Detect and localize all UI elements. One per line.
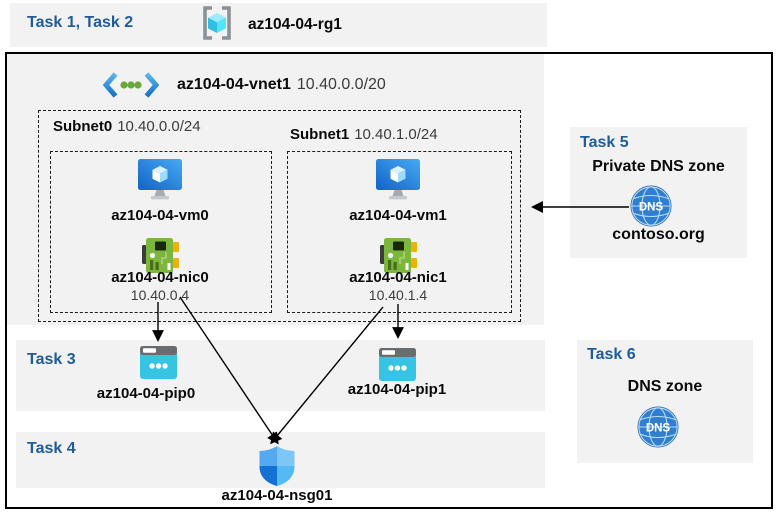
pip1-icon — [379, 348, 416, 381]
subnet1-name: Subnet1 — [290, 126, 350, 143]
private-dns-zone-title: Private DNS zone — [592, 158, 725, 175]
diagram-frame — [5, 52, 773, 509]
resource-group-icon — [203, 6, 231, 40]
task6-label: Task 6 — [587, 346, 636, 363]
dns-zone-icon-text: DNS — [646, 423, 671, 435]
vnet-cidr: 10.40.0.0/20 — [296, 76, 386, 93]
subnet0-cidr: 10.40.0.0/24 — [117, 118, 201, 135]
virtual-network-icon — [103, 72, 159, 98]
pip0-label: az104-04-pip0 — [96, 385, 196, 402]
task-1-2-label: Task 1, Task 2 — [27, 14, 134, 31]
nic1-label: az104-04-nic1 — [349, 269, 447, 286]
nic1-icon — [380, 238, 417, 273]
subnet0-box — [50, 151, 272, 313]
task5-label: Task 5 — [580, 134, 629, 151]
private-dns-icon: DNS — [630, 185, 672, 227]
subnet1-box — [287, 151, 512, 313]
vm0-icon — [138, 159, 182, 200]
vnet-name: az104-04-vnet1 — [177, 76, 291, 93]
subnet0-name: Subnet0 — [53, 118, 113, 135]
dns-zone-icon: DNS — [637, 406, 679, 448]
nsg-shield-icon — [259, 446, 295, 486]
vnet-title: az104-04-vnet1 10.40.0.0/20 — [177, 76, 386, 94]
vnet-area — [7, 54, 544, 325]
dns-zone-title: DNS zone — [627, 378, 703, 395]
vm0-label: az104-04-vm0 — [111, 207, 209, 224]
resource-group-name: az104-04-rg1 — [248, 16, 342, 33]
private-dns-zone-name: contoso.org — [612, 226, 705, 243]
subnet1-cidr: 10.40.1.0/24 — [354, 126, 438, 143]
nic0-icon — [142, 238, 179, 273]
resource-group-band — [10, 3, 547, 47]
nic0-label: az104-04-nic0 — [111, 269, 209, 286]
nic0-ip: 10.40.0.4 — [130, 287, 190, 303]
nic1-ip: 10.40.1.4 — [368, 287, 428, 303]
task3-label: Task 3 — [27, 351, 76, 368]
nsg-label: az104-04-nsg01 — [221, 487, 333, 504]
vm1-label: az104-04-vm1 — [349, 207, 447, 224]
private-dns-icon-text: DNS — [639, 202, 664, 214]
pip1-label: az104-04-pip1 — [347, 381, 447, 398]
pip0-icon — [140, 346, 177, 379]
task4-label: Task 4 — [27, 440, 76, 457]
vm1-icon — [376, 159, 420, 200]
